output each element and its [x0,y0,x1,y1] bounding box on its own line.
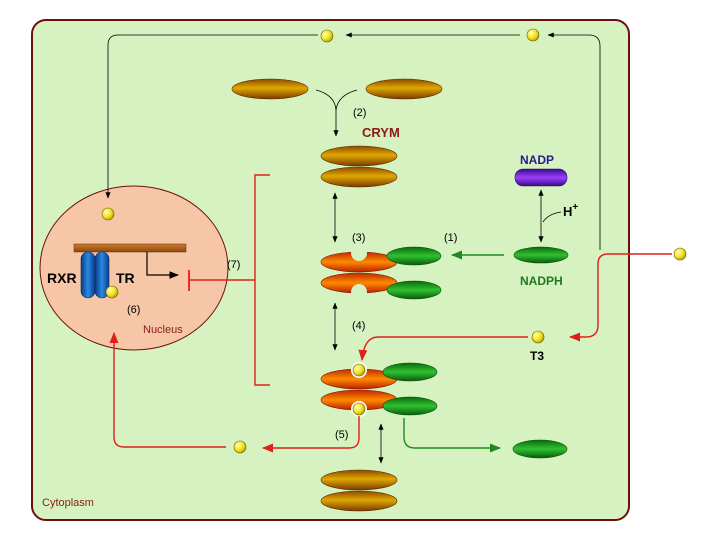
nadp-label: NADP [520,153,554,167]
crym-monomer-right [365,78,443,100]
t3-release-arrow [261,416,360,453]
nucleus-label: Nucleus [143,324,183,336]
step-7-label: (7) [227,259,240,271]
t3-uptake-arrow-a [547,32,601,250]
t3-bound-top [352,363,366,377]
t3-entry-arrow [568,253,672,342]
step-2-label: (2) [353,107,366,119]
tr-receptor [94,251,110,299]
rxr-label: RXR [47,270,77,286]
bound-nadph-top [386,246,442,266]
bound-nadph-bottom [386,280,442,300]
bound-nadph-t3-top [382,362,438,382]
nadp-molecule [514,168,568,187]
h-plus-label: H+ [563,202,578,219]
dna-promoter-bar [73,243,187,253]
t3-ball-extracellular [673,247,687,261]
assembly-arrow-join [335,89,358,111]
crym-dimer-final-top [320,469,398,491]
nadph-label: NADPH [520,274,563,288]
transcription-arrow [146,252,179,279]
t3-binding-pocket-bottom [351,284,367,300]
t3-ball-free [531,330,545,344]
crym-dimer-bottom [320,166,398,188]
step-1-label: (1) [444,232,457,244]
step-3-label: (3) [352,232,365,244]
t3-ball-top-center [320,29,334,43]
crym-monomer-left [231,78,309,100]
t3-nuclear-import-arrow [109,331,226,448]
nucleus-compartment [39,185,229,351]
nadph-molecule [513,246,569,264]
cytoplasm-label: Cytoplasm [42,497,94,509]
bound-nadph-t3-bottom [382,396,438,416]
rxr-receptor [80,251,96,299]
t3-binding-pocket-top [351,245,367,261]
t3-bound-bottom [352,402,366,416]
crym-dimer-top [320,145,398,167]
nadph-release-arrow [403,418,502,453]
step-5-label: (5) [335,429,348,441]
t3-nuclear-entry [101,207,115,221]
tr-label: TR [116,270,135,286]
step-6-label: (6) [127,304,140,316]
t3-bound-to-tr [105,285,119,299]
crym-dimer-final-bottom [320,490,398,512]
step-4-label: (4) [352,320,365,332]
released-nadph [512,439,568,459]
cytoplasm-compartment [31,19,630,521]
t3-binding-arrow [358,336,528,362]
t3-ball-top-right [526,28,540,42]
h-plus-arrow [542,211,562,223]
t3-label: T3 [530,349,544,363]
t3-ball-released [233,440,247,454]
crym-label: CRYM [362,125,400,140]
t3-to-nucleus-arrow [105,34,318,199]
